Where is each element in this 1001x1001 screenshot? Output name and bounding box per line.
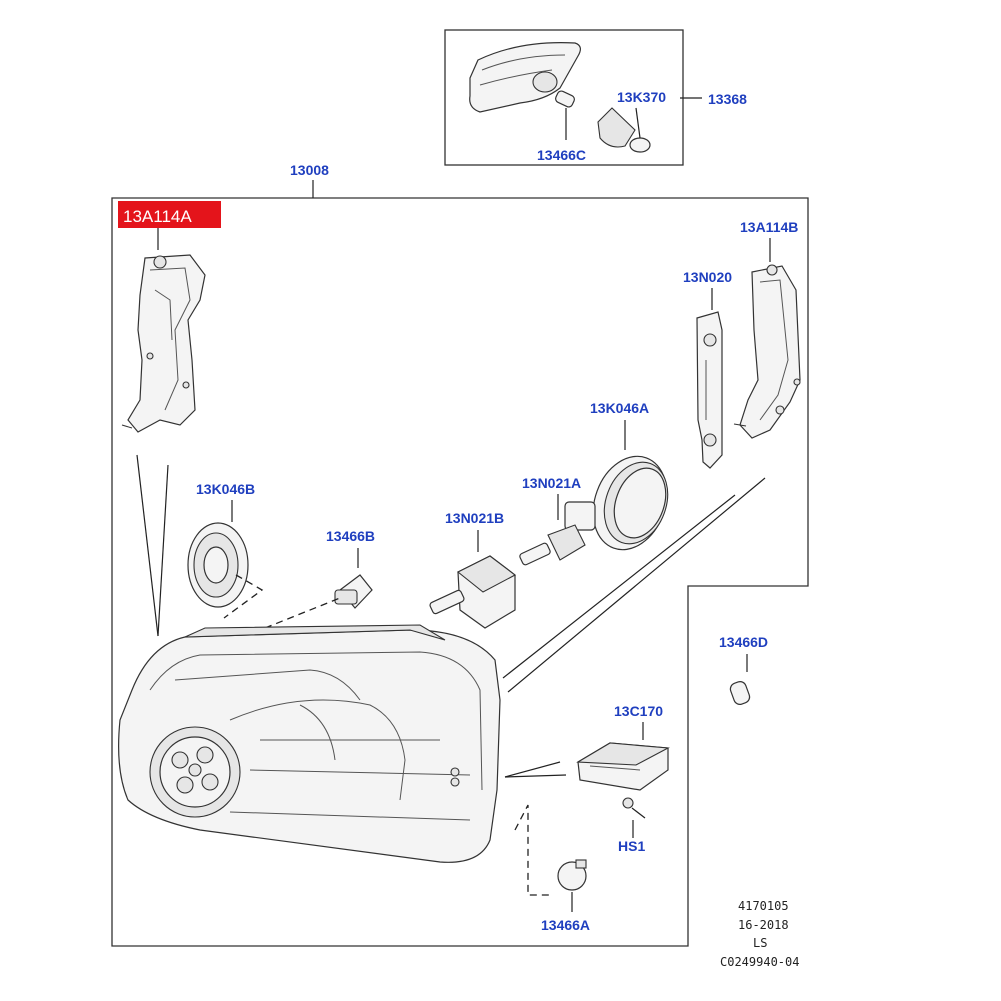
label-bottom-bulb[interactable]: 13466A — [541, 917, 590, 933]
label-side-bulb-socket[interactable]: 13466C — [537, 147, 586, 163]
label-bracket-right[interactable]: 13A114B — [740, 219, 798, 235]
selected-part-badge[interactable]: 13A114A — [118, 201, 221, 228]
reference-date: 16-2018 — [738, 918, 789, 932]
dashed-leaders — [223, 574, 552, 896]
label-selected[interactable]: 13A114A — [123, 207, 192, 226]
small-bulb-part: 13466D — [719, 634, 768, 705]
reference-code: LS — [753, 936, 767, 950]
label-cap-left[interactable]: 13K046B — [196, 481, 255, 497]
cap-left-part: 13K046B — [187, 481, 255, 608]
halogen-bulb-part: 13466B — [326, 528, 375, 609]
headlamp-assembly — [118, 624, 501, 863]
label-hid-bulb[interactable]: 13N021A — [522, 475, 581, 491]
left-bracket-part — [121, 254, 206, 433]
hid-bulb-part: 13N021A — [519, 475, 596, 566]
cap-right-part: 13K046A — [590, 400, 669, 551]
reference-number: 4170105 — [738, 899, 789, 913]
reference-block: 4170105 16-2018 LS C0249940-04 — [720, 899, 799, 969]
right-bracket-part: 13A114B — [733, 219, 801, 439]
label-ballast[interactable]: 13N021B — [445, 510, 504, 526]
adjuster-strip-part: 13N020 — [683, 269, 732, 469]
label-halogen-bulb[interactable]: 13466B — [326, 528, 375, 544]
ballast-igniter-part: 13N021B — [429, 510, 517, 629]
label-housing[interactable]: 13008 — [290, 162, 329, 178]
control-module-part: 13C170 — [576, 703, 670, 791]
label-control-module[interactable]: 13C170 — [614, 703, 663, 719]
label-side-repeater[interactable]: 13368 — [708, 91, 747, 107]
reference-drawing-id: C0249940-04 — [720, 955, 799, 969]
housing-frame: 13008 — [111, 162, 809, 947]
label-small-bulb[interactable]: 13466D — [719, 634, 768, 650]
label-screw[interactable]: HS1 — [618, 838, 645, 854]
label-adjuster-strip[interactable]: 13N020 — [683, 269, 732, 285]
screw-part: HS1 — [618, 797, 645, 854]
bottom-bulb-part: 13466A — [541, 859, 590, 933]
label-cap-right[interactable]: 13K046A — [590, 400, 649, 416]
side-repeater-inset: 13K370 13368 13466C — [444, 29, 747, 166]
label-side-bulb[interactable]: 13K370 — [617, 89, 666, 105]
